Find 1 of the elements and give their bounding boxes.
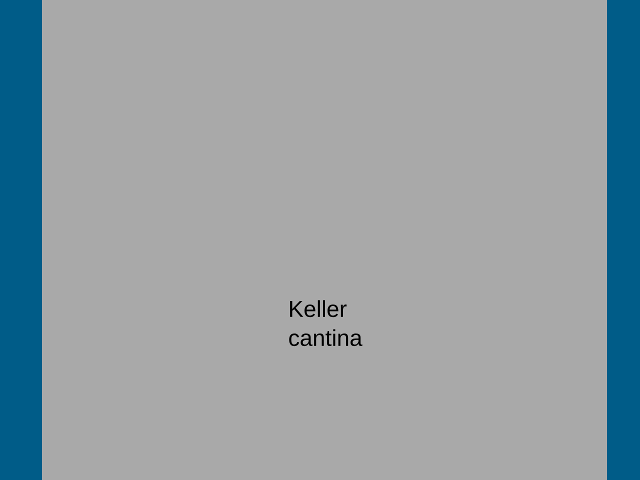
label-text: Keller cantina <box>289 300 362 346</box>
